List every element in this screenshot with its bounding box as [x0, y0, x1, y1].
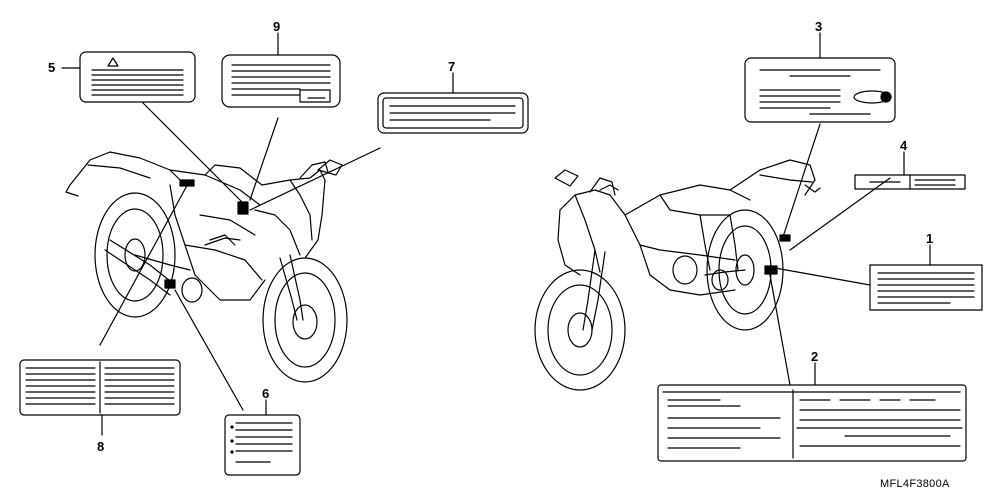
- label-8: [19, 359, 181, 416]
- callout-8: 8: [97, 439, 105, 454]
- label-1: [869, 264, 983, 311]
- label-4: [854, 174, 966, 190]
- diagram-code: MFL4F3800A: [880, 478, 950, 490]
- callout-6: 6: [262, 386, 270, 401]
- leader-lines: [61, 32, 931, 436]
- motorcycle-right-view: [534, 159, 821, 391]
- motorcycle-left-view: [65, 151, 348, 383]
- label-6: [224, 414, 301, 476]
- label-9: [221, 54, 341, 108]
- label-3: [744, 57, 896, 123]
- label-2: [657, 384, 967, 462]
- callout-2: 2: [811, 349, 819, 364]
- label-5-warning: [79, 51, 196, 103]
- warning-triangle-icon: [107, 57, 119, 67]
- callout-1: 1: [926, 231, 934, 246]
- callout-3: 3: [815, 19, 823, 34]
- callout-5: 5: [48, 60, 56, 75]
- callout-4: 4: [900, 138, 908, 153]
- label-7: [377, 92, 529, 134]
- callout-7: 7: [448, 59, 456, 74]
- callout-9: 9: [273, 19, 281, 34]
